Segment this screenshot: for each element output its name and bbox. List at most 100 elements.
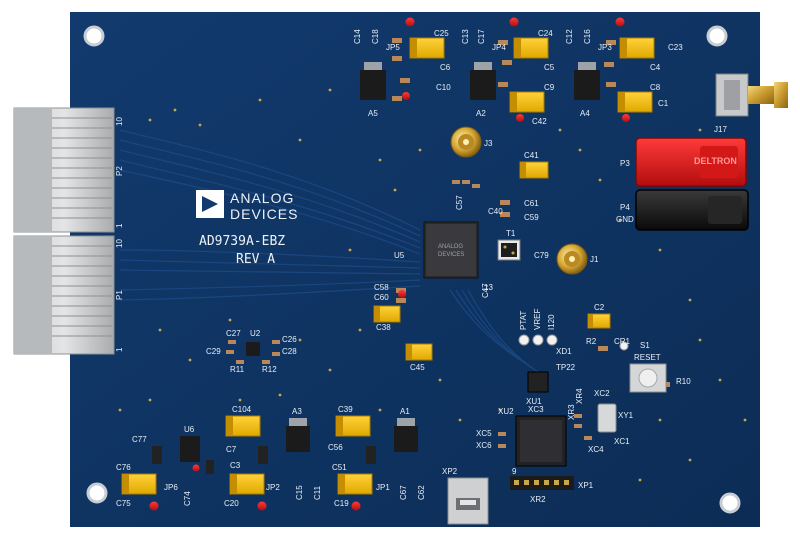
label-tp22: TP22 bbox=[556, 363, 576, 372]
usb-controller-xu2 bbox=[515, 415, 567, 467]
header-xp1[interactable] bbox=[510, 476, 574, 490]
label-c57: C57 bbox=[455, 195, 464, 210]
label-c61: C61 bbox=[524, 199, 539, 208]
sma-connector-j3[interactable] bbox=[450, 126, 482, 158]
label-c11: C11 bbox=[313, 485, 322, 500]
connector-p1[interactable] bbox=[13, 235, 115, 355]
label-u6: U6 bbox=[184, 425, 195, 434]
label-c19: C19 bbox=[334, 499, 349, 508]
label-c41: C41 bbox=[524, 151, 539, 160]
banana-post-p4-black[interactable] bbox=[635, 189, 749, 231]
label-c58: C58 bbox=[374, 283, 389, 292]
label-jp1: JP1 bbox=[376, 483, 390, 492]
label-c10: C10 bbox=[436, 83, 451, 92]
label-c29: C29 bbox=[206, 347, 221, 356]
label-c39: C39 bbox=[338, 405, 353, 414]
label-xr2: XR2 bbox=[530, 495, 546, 504]
label-pin10b: 10 bbox=[115, 239, 124, 248]
label-c5: C5 bbox=[544, 63, 555, 72]
label-p2: P2 bbox=[115, 166, 124, 176]
chip-marking-line1: ANALOG bbox=[438, 244, 463, 250]
label-c18: C18 bbox=[371, 29, 380, 44]
label-a1: A1 bbox=[400, 407, 410, 416]
label-c45: C45 bbox=[410, 363, 425, 372]
label-c74: C74 bbox=[183, 491, 192, 506]
label-r12: R12 bbox=[262, 365, 277, 374]
label-r2: R2 bbox=[586, 337, 597, 346]
label-xr3: XR3 bbox=[567, 404, 576, 420]
reset-button[interactable] bbox=[629, 363, 667, 393]
label-reset: RESET bbox=[634, 353, 661, 362]
label-xc4: XC4 bbox=[588, 445, 604, 454]
label-xu1: XU1 bbox=[526, 397, 542, 406]
analog-devices-logo: ANALOG DEVICES bbox=[196, 190, 297, 222]
label-c76: C76 bbox=[116, 463, 131, 472]
label-c7: C7 bbox=[226, 445, 237, 454]
label-a3: A3 bbox=[292, 407, 302, 416]
label-c42: C42 bbox=[532, 117, 547, 126]
label-pin10a: 10 bbox=[115, 117, 124, 126]
label-xc2: XC2 bbox=[594, 389, 610, 398]
ic-u2 bbox=[246, 342, 260, 356]
regulator-a2 bbox=[470, 62, 496, 100]
dac-ic-u5: ANALOG DEVICES bbox=[423, 221, 479, 279]
label-c75: C75 bbox=[116, 499, 131, 508]
label-c79: C79 bbox=[534, 251, 549, 260]
label-jp2: JP2 bbox=[266, 483, 280, 492]
label-a4: A4 bbox=[580, 109, 590, 118]
pcb-vias bbox=[118, 88, 747, 482]
label-c15: C15 bbox=[295, 485, 304, 500]
label-u2: U2 bbox=[250, 329, 261, 338]
label-p1: P1 bbox=[115, 290, 124, 300]
label-jp6: JP6 bbox=[164, 483, 178, 492]
label-u5: U5 bbox=[394, 251, 405, 260]
label-p4: P4 bbox=[620, 203, 630, 212]
connector-p2[interactable] bbox=[13, 107, 115, 233]
label-c6: C6 bbox=[440, 63, 451, 72]
crystal-xy1 bbox=[597, 403, 617, 433]
label-i120: I120 bbox=[547, 314, 556, 330]
sma-connector-j17[interactable] bbox=[715, 73, 788, 117]
label-c13: C13 bbox=[461, 29, 470, 44]
label-t1: T1 bbox=[506, 229, 516, 238]
label-xc5: XC5 bbox=[476, 429, 492, 438]
label-j3: J3 bbox=[484, 139, 493, 148]
label-vref: VREF bbox=[533, 309, 542, 330]
deltron-print: DELTRON bbox=[694, 156, 737, 166]
tantalum-caps-bottom bbox=[121, 305, 611, 495]
label-xd1: XD1 bbox=[556, 347, 572, 356]
label-pin9: 9 bbox=[512, 467, 517, 476]
label-jp4: JP4 bbox=[492, 43, 506, 52]
label-xy1: XY1 bbox=[618, 411, 634, 420]
sma-connector-j1[interactable] bbox=[556, 243, 588, 275]
label-c38: C38 bbox=[376, 323, 391, 332]
label-c25: C25 bbox=[434, 29, 449, 38]
inductors-bottom bbox=[152, 446, 376, 474]
label-xr4: XR4 bbox=[575, 388, 584, 404]
banana-post-p3-red[interactable]: DELTRON bbox=[635, 137, 747, 187]
board-revision: REV A bbox=[236, 252, 275, 267]
label-c67: C67 bbox=[399, 485, 408, 500]
usb-connector-xp2[interactable] bbox=[447, 477, 489, 525]
label-xc1: XC1 bbox=[614, 437, 630, 446]
label-xc3: XC3 bbox=[528, 405, 544, 414]
pcb-traces bbox=[119, 129, 539, 373]
board-model: AD9739A-EBZ bbox=[199, 234, 285, 249]
label-c3: C3 bbox=[230, 461, 241, 470]
label-c8: C8 bbox=[650, 83, 661, 92]
label-xu2: XU2 bbox=[498, 407, 514, 416]
label-cr1: CR1 bbox=[614, 337, 631, 346]
label-c28: C28 bbox=[282, 347, 297, 356]
label-pin1b: 1 bbox=[115, 347, 124, 352]
mounting-holes bbox=[83, 25, 741, 514]
label-pin1a: 1 bbox=[115, 223, 124, 228]
label-c104: C104 bbox=[232, 405, 252, 414]
smd-parts bbox=[226, 38, 670, 448]
label-c62: C62 bbox=[417, 485, 426, 500]
label-c47: C47 bbox=[481, 283, 490, 298]
eeprom-xu1 bbox=[527, 371, 549, 393]
label-c20: C20 bbox=[224, 499, 239, 508]
label-c17: C17 bbox=[477, 29, 486, 44]
label-r10: R10 bbox=[676, 377, 691, 386]
label-a2: A2 bbox=[476, 109, 486, 118]
